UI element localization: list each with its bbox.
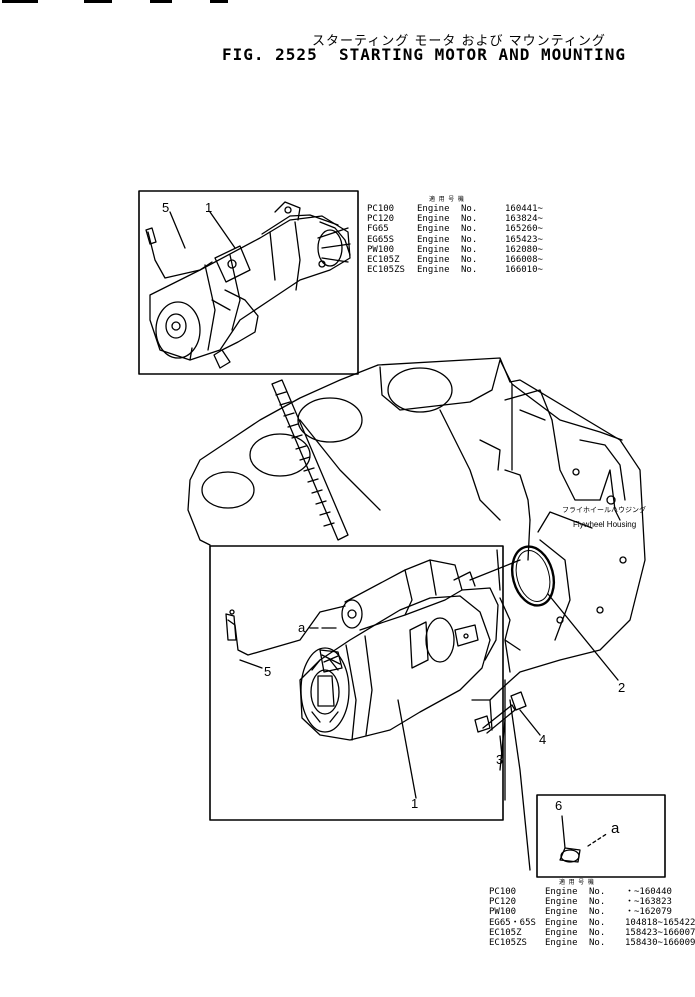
serial-row: PW100 Engine No. ・~162079 [489, 907, 695, 917]
serial-cell-no: No. [589, 907, 606, 918]
serial-table-bottom-header: 適 用 号 機 [559, 879, 594, 886]
flywheel-housing-label-jp: フライホイールハウジング [562, 506, 646, 514]
serial-cell-no: No. [589, 917, 606, 928]
callout-2: 2 [618, 680, 626, 695]
serial-cell-no: No. [461, 255, 478, 266]
serial-cell-no: No. [461, 244, 478, 255]
serial-row: EC105Z Engine No. 166008~ [367, 255, 543, 265]
main-inset-box [209, 545, 504, 821]
washer-part-4 [510, 691, 541, 736]
serial-cell-model: EG65・65S [489, 917, 536, 928]
gasket-strip [271, 379, 349, 541]
serial-row: EG65S Engine No. 165423~ [367, 235, 543, 245]
callout-6: 6 [555, 798, 563, 813]
serial-cell-label: Engine [417, 214, 450, 225]
callout-4: 4 [539, 732, 547, 747]
serial-cell-label: Engine [545, 927, 578, 938]
serial-cell-label: Engine [417, 255, 450, 266]
serial-cell-label: Engine [545, 917, 578, 928]
serial-cell-serial: 160441~ [505, 204, 543, 214]
top-inset-box [138, 190, 359, 375]
serial-cell-label: Engine [545, 887, 578, 897]
serial-cell-no: No. [461, 214, 478, 225]
serial-cell-serial: ・~160440 [625, 887, 672, 897]
serial-cell-no: No. [461, 265, 478, 276]
serial-cell-serial: 162080~ [505, 244, 543, 255]
serial-cell-no: No. [461, 204, 478, 214]
serial-cell-serial: 166008~ [505, 255, 543, 266]
callout-5-main: 5 [264, 664, 272, 679]
serial-cell-serial: 166010~ [505, 265, 543, 276]
flywheel-housing-label: Flywheel Housing [573, 520, 637, 529]
serial-row: EC105Z Engine No. 158423~166007 [489, 928, 695, 938]
serial-cell-serial: ・~162079 [625, 907, 672, 918]
serial-row: PC100 Engine No. 160441~ [367, 204, 543, 214]
serial-cell-label: Engine [545, 907, 578, 918]
serial-cell-no: No. [461, 224, 478, 235]
serial-cell-no: No. [589, 927, 606, 938]
serial-cell-model: PC100 [489, 887, 517, 897]
serial-row: FG65 Engine No. 165260~ [367, 224, 543, 234]
o-ring-part-2 [510, 545, 619, 681]
serial-cell-model: PW100 [367, 244, 395, 255]
serial-cell-model: EC105Z [367, 255, 400, 266]
serial-cell-serial: 158423~166007 [625, 927, 695, 938]
serial-row: EG65・65S Engine No. 104818~165422 [489, 918, 695, 928]
serial-row: EC105ZS Engine No. 158430~166009 [489, 938, 695, 948]
serial-cell-label: Engine [417, 234, 450, 245]
serial-cell-model: PW100 [489, 907, 517, 918]
serial-cell-label: Engine [417, 224, 450, 235]
serial-cell-label: Engine [545, 938, 578, 949]
serial-row: PC120 Engine No. 163824~ [367, 214, 543, 224]
engine-block [187, 357, 646, 871]
serial-cell-model: EC105ZS [489, 938, 527, 949]
title-japanese: スターティング モータ および マウンティング [312, 34, 606, 49]
serial-cell-model: EC105Z [489, 927, 522, 938]
callout-a-detail: a [611, 820, 620, 837]
serial-cell-model: PC120 [367, 214, 395, 225]
detail-box [536, 794, 666, 878]
serial-cell-serial: ・~163823 [625, 897, 672, 908]
serial-cell-serial: 158430~166009 [625, 938, 695, 949]
scan-edge-marks [2, 0, 228, 3]
serial-cell-model: FG65 [367, 224, 389, 235]
serial-row: EC105ZS Engine No. 166010~ [367, 265, 543, 275]
flywheel-leader [537, 511, 593, 533]
serial-cell-no: No. [589, 887, 606, 897]
callout-1-top: 1 [205, 200, 213, 215]
serial-cell-serial: 163824~ [505, 214, 543, 225]
serial-row: PW100 Engine No. 162080~ [367, 245, 543, 255]
callout-5-top: 5 [162, 200, 170, 215]
callout-1-main: 1 [411, 796, 419, 811]
serial-cell-label: Engine [545, 897, 578, 908]
serial-row: PC100 Engine No. ・~160440 [489, 887, 695, 897]
serial-cell-label: Engine [417, 244, 450, 255]
bolt-part-3 [474, 704, 516, 757]
serial-cell-serial: 104818~165422 [625, 917, 695, 928]
serial-cell-no: No. [461, 234, 478, 245]
serial-cell-model: EG65S [367, 234, 395, 245]
serial-cell-label: Engine [417, 204, 450, 214]
serial-cell-serial: 165423~ [505, 234, 543, 245]
serial-row: PC120 Engine No. ・~163823 [489, 897, 695, 907]
figure-title: FIG. 2525 STARTING MOTOR AND MOUNTING [222, 45, 627, 64]
serial-cell-model: PC100 [367, 204, 395, 214]
serial-cell-model: PC120 [489, 897, 517, 908]
serial-cell-model: EC105ZS [367, 265, 405, 276]
serial-cell-serial: 165260~ [505, 224, 543, 235]
callout-3: 3 [496, 752, 504, 767]
serial-cell-label: Engine [417, 265, 450, 276]
serial-cell-no: No. [589, 938, 606, 949]
callout-a-main: a [298, 620, 306, 635]
serial-table-top-header: 適 用 号 機 [429, 196, 464, 203]
serial-cell-no: No. [589, 897, 606, 908]
